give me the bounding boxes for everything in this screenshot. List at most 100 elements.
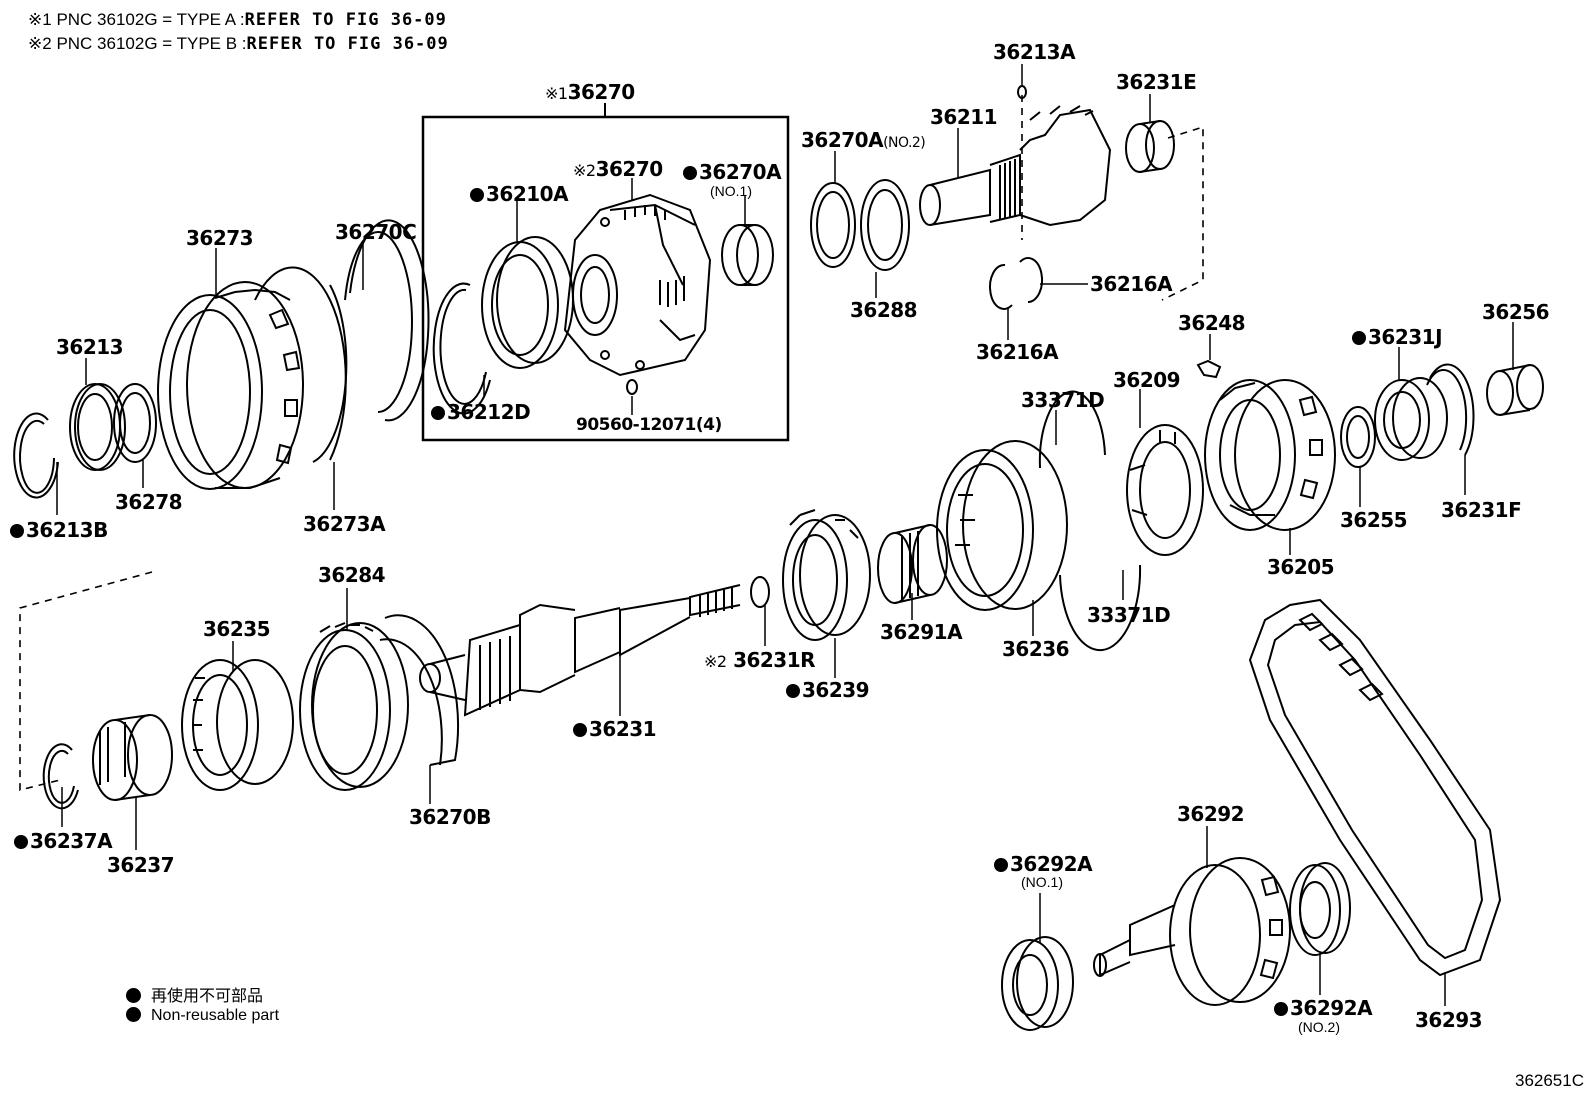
label-36213: 36213 <box>56 335 124 359</box>
label-36248: 36248 <box>1178 311 1246 335</box>
non-reusable-mark <box>1352 331 1366 345</box>
snap-rings-36216A <box>989 257 1044 310</box>
label-36205: 36205 <box>1267 555 1335 579</box>
key-36248 <box>1196 359 1222 379</box>
label-36292A-no1-sub: (NO.1) <box>1021 874 1063 890</box>
label-36231: 36231 <box>573 717 657 741</box>
label-36270-type-a: ※136270 <box>545 80 635 104</box>
non-reusable-mark <box>994 858 1008 872</box>
washer-36288 <box>860 179 910 271</box>
washer-36278 <box>113 383 157 463</box>
drive-chain-36293 <box>1248 598 1502 977</box>
label-36231J: 36231J <box>1352 325 1443 349</box>
gear-36239 <box>782 509 871 641</box>
label-36278: 36278 <box>115 490 183 514</box>
label-36235: 36235 <box>203 617 271 641</box>
label-36237: 36237 <box>107 853 175 877</box>
leader-lines <box>56 64 1514 1006</box>
figure-number: 362651C <box>1514 1071 1584 1090</box>
sleeve-36236 <box>936 440 1068 611</box>
hub-36235 <box>181 659 294 791</box>
non-reusable-mark <box>431 406 445 420</box>
output-shaft-36231 <box>419 584 741 717</box>
gear-36284 <box>299 622 409 791</box>
note-type-b: ※2 PNC 36102G = TYPE B :REFER TO FIG 36-… <box>28 34 449 54</box>
ring-gear-36273 <box>157 281 304 490</box>
non-reusable-mark <box>14 835 28 849</box>
non-reusable-mark <box>470 188 484 202</box>
needle-bearing-36270A-no1 <box>721 224 774 286</box>
note-type-a: ※1 PNC 36102G = TYPE A :REFER TO FIG 36-… <box>28 10 447 30</box>
non-reusable-mark <box>683 166 697 180</box>
label-36255: 36255 <box>1340 508 1408 532</box>
label-33371D-lower: 33371D <box>1087 603 1171 627</box>
legend-non-reusable-en: Non-reusable part <box>126 1007 279 1025</box>
snap-ring-36237A <box>42 743 79 810</box>
label-33371D-upper: 33371D <box>1021 388 1105 412</box>
label-90560-12071: 90560-12071(4) <box>576 415 722 435</box>
driven-sprocket-36292 <box>1093 857 1291 1006</box>
bearing-36231J <box>1374 377 1448 461</box>
label-36237A: 36237A <box>14 829 113 853</box>
planet-carrier-36270 <box>563 193 712 377</box>
non-reusable-mark <box>10 524 24 538</box>
snap-ring-36212D <box>432 282 491 415</box>
washer-36270A-no2 <box>810 182 856 268</box>
snap-ring-36270C <box>344 219 430 422</box>
non-reusable-mark <box>1274 1002 1288 1016</box>
needle-bearing-36237 <box>92 714 173 801</box>
bearing-36292A-no2 <box>1289 862 1351 956</box>
label-36273A: 36273A <box>303 512 386 536</box>
legend-dot <box>126 1007 141 1022</box>
hub-36209 <box>1126 424 1204 556</box>
label-36293: 36293 <box>1415 1008 1483 1032</box>
label-36216A-bottom: 36216A <box>976 340 1059 364</box>
label-36216A-right: 36216A <box>1090 272 1173 296</box>
sun-gear-shaft-36211 <box>919 105 1112 227</box>
label-36270A-no1: 36270A <box>683 160 782 184</box>
label-36213A: 36213A <box>993 40 1076 64</box>
label-36270A-no2: 36270A(NO.2) <box>801 128 926 152</box>
label-36212D: 36212D <box>431 400 531 424</box>
snap-ring-36273A <box>254 266 348 463</box>
snap-ring-33371D-upper <box>1038 390 1106 469</box>
label-36292: 36292 <box>1177 802 1245 826</box>
snap-ring-36213B <box>13 412 59 499</box>
label-36288: 36288 <box>850 298 918 322</box>
label-36284: 36284 <box>318 563 386 587</box>
label-36273: 36273 <box>186 226 254 250</box>
label-36292A-no2-sub: (NO.2) <box>1298 1019 1340 1035</box>
o-ring-36231R <box>750 576 770 608</box>
label-36209: 36209 <box>1113 368 1181 392</box>
bearing-36210A <box>481 236 574 369</box>
snap-ring-36231F <box>1426 363 1475 456</box>
label-36270C: 36270C <box>335 220 417 244</box>
snap-ring-36270B <box>379 614 460 766</box>
non-reusable-mark <box>573 723 587 737</box>
label-36270B: 36270B <box>409 805 491 829</box>
label-36270A-no1-sub: (NO.1) <box>710 183 752 199</box>
label-36231R: ※2 36231R <box>704 648 816 672</box>
sleeve-36256 <box>1486 364 1544 416</box>
bearing-36292A-no1 <box>1001 936 1074 1031</box>
label-36213B: 36213B <box>10 518 108 542</box>
o-ring-90560 <box>626 379 638 395</box>
label-36291A: 36291A <box>880 620 963 644</box>
label-36236: 36236 <box>1002 637 1070 661</box>
label-36292A-no2: 36292A <box>1274 996 1373 1020</box>
legend-dot <box>126 988 141 1003</box>
label-36211: 36211 <box>930 105 998 129</box>
label-36231E: 36231E <box>1116 70 1197 94</box>
label-36210A: 36210A <box>470 182 569 206</box>
label-36239: 36239 <box>786 678 870 702</box>
washer-36255 <box>1340 406 1376 468</box>
label-36292A-no1: 36292A <box>994 852 1093 876</box>
label-36256: 36256 <box>1482 300 1550 324</box>
drive-sprocket-36205 <box>1204 379 1336 531</box>
label-36270-type-b: ※236270 <box>573 157 663 181</box>
needle-bearing-36231E <box>1125 120 1175 173</box>
label-36231F: 36231F <box>1441 498 1522 522</box>
non-reusable-mark <box>786 684 800 698</box>
snap-ring-33371D-lower <box>1059 564 1142 652</box>
